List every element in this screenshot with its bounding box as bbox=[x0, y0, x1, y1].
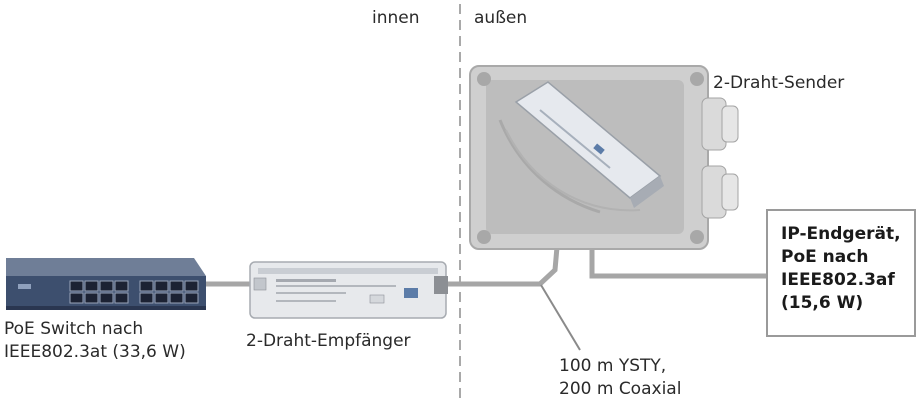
outside-label: außen bbox=[474, 8, 528, 28]
switch-label-line1: PoE Switch nach bbox=[4, 319, 144, 339]
switch-label: PoE Switch nach IEEE802.3at (33,6 W) bbox=[4, 318, 186, 364]
coax-cable bbox=[448, 246, 560, 287]
switch-label-line2: IEEE802.3at (33,6 W) bbox=[4, 342, 186, 362]
cable-to-endpoint bbox=[589, 247, 766, 279]
cable-label-line2: 200 m Coaxial bbox=[559, 379, 682, 399]
inside-label: innen bbox=[372, 8, 420, 28]
endpoint-label-line4: (15,6 W) bbox=[781, 293, 864, 313]
endpoint-label-line2: PoE nach bbox=[781, 247, 869, 267]
endpoint-label-line3: IEEE802.3af bbox=[781, 270, 895, 290]
endpoint-label: IP-Endgerät, PoE nach IEEE802.3af (15,6 … bbox=[781, 223, 901, 315]
cable-leader-line bbox=[540, 284, 581, 351]
endpoint-box: IP-Endgerät, PoE nach IEEE802.3af (15,6 … bbox=[766, 209, 916, 337]
poe-switch-image bbox=[6, 258, 206, 310]
two-wire-receiver-image bbox=[249, 261, 448, 319]
outdoor-enclosure-image bbox=[469, 65, 739, 250]
receiver-label: 2-Draht-Empfänger bbox=[246, 331, 411, 351]
endpoint-label-line1: IP-Endgerät, bbox=[781, 224, 901, 244]
sender-label: 2-Draht-Sender bbox=[713, 73, 845, 93]
cable-label: 100 m YSTY, 200 m Coaxial bbox=[559, 355, 681, 401]
cable-label-line1: 100 m YSTY, bbox=[559, 356, 667, 376]
